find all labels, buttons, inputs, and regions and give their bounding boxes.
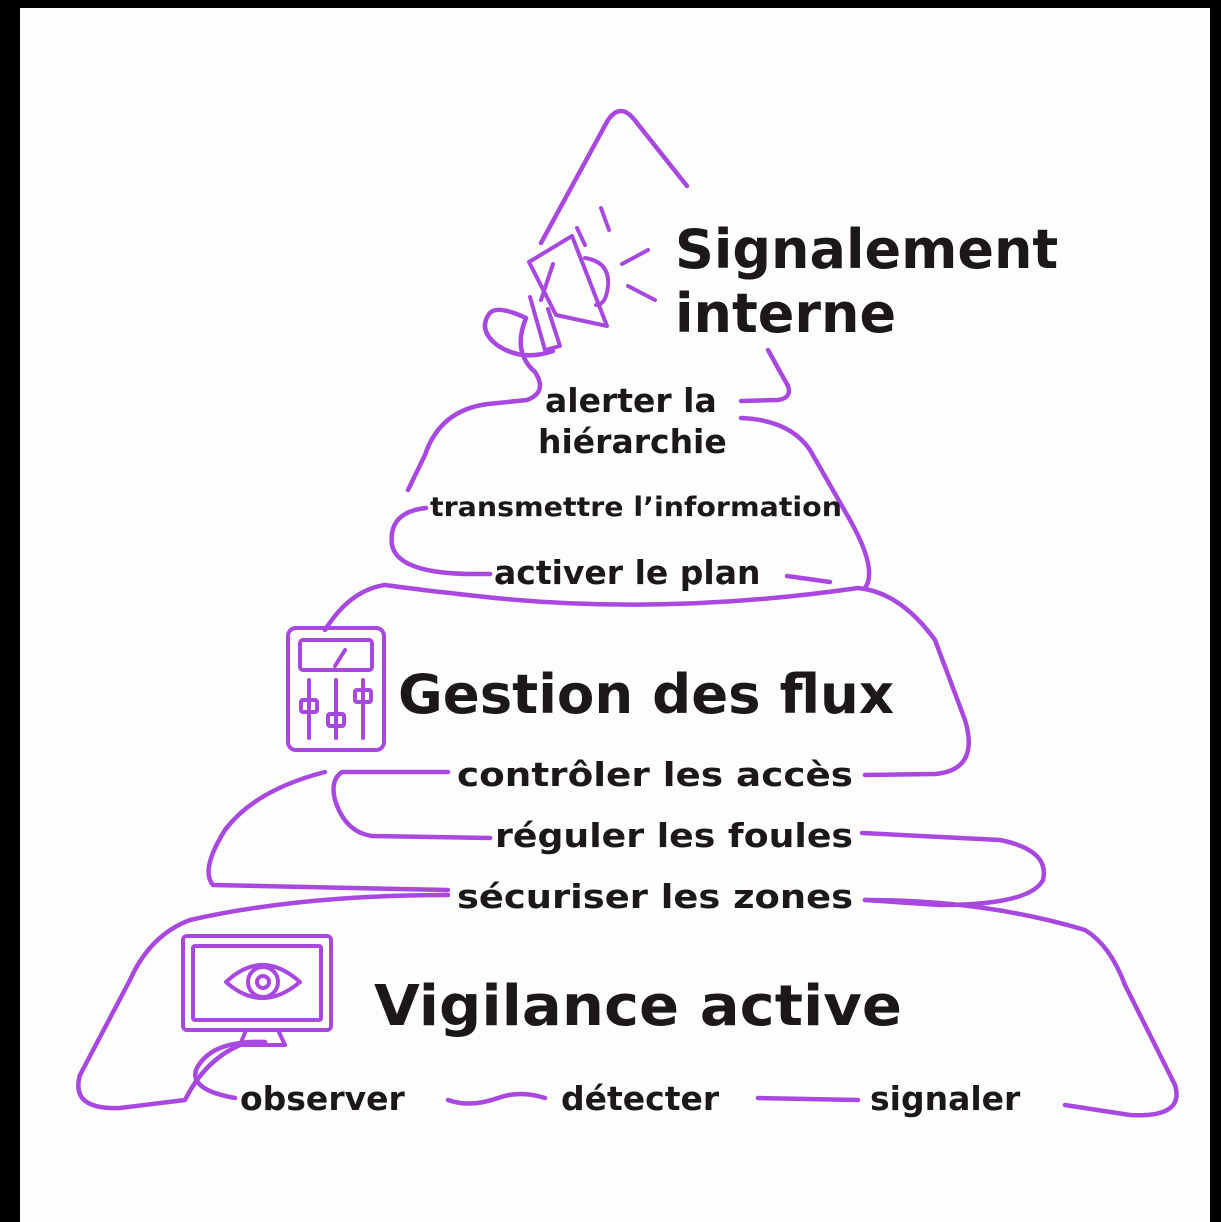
- connector-alerter-left: [405, 307, 556, 493]
- item-signaler: signaler: [870, 1079, 1021, 1118]
- item-securiser: sécuriser les zones: [457, 877, 853, 916]
- level-top-title-line1: Signalement: [675, 218, 1058, 281]
- bottom-tier-right-edge: [862, 897, 1179, 1118]
- middle-tier-left-edge: [206, 769, 451, 893]
- item-hierarchie: hiérarchie: [538, 422, 727, 461]
- connector-controler-left: [331, 769, 493, 841]
- level-top-title-line2: interne: [675, 282, 896, 345]
- item-detecter: détecter: [561, 1079, 720, 1118]
- item-observer: observer: [240, 1079, 405, 1118]
- connector-detecter-signaler: [755, 1095, 861, 1103]
- pyramid-top-right-edge: [738, 347, 792, 404]
- item-transmettre: transmettre l’information: [430, 492, 842, 523]
- monitor-eye-icon: [181, 934, 333, 1047]
- top-tier-base: [492, 585, 971, 778]
- connector-transmettre-loop: [389, 505, 493, 577]
- connector-hierarchie-right: [738, 415, 872, 591]
- page-background: [20, 8, 1210, 1222]
- bottom-tier-edge: [76, 892, 451, 1111]
- level-middle-title: Gestion des flux: [398, 663, 894, 726]
- connector-reguler-right: [859, 830, 1047, 908]
- connector-activer-right: [784, 573, 833, 585]
- control-panel-sliders-icon: [286, 626, 386, 752]
- item-controler: contrôler les accès: [457, 755, 853, 794]
- item-alerter: alerter la: [545, 381, 717, 420]
- megaphone-icon: [527, 206, 657, 352]
- item-activer: activer le plan: [494, 553, 760, 592]
- level-bottom-title: Vigilance active: [374, 974, 902, 1039]
- connector-observer-detecter: [445, 1091, 548, 1106]
- pyramid-apex-left: [538, 108, 690, 246]
- item-reguler: réguler les foules: [495, 816, 853, 855]
- connector-middle-left: [322, 582, 498, 633]
- pyramid-outline: [76, 108, 1179, 1118]
